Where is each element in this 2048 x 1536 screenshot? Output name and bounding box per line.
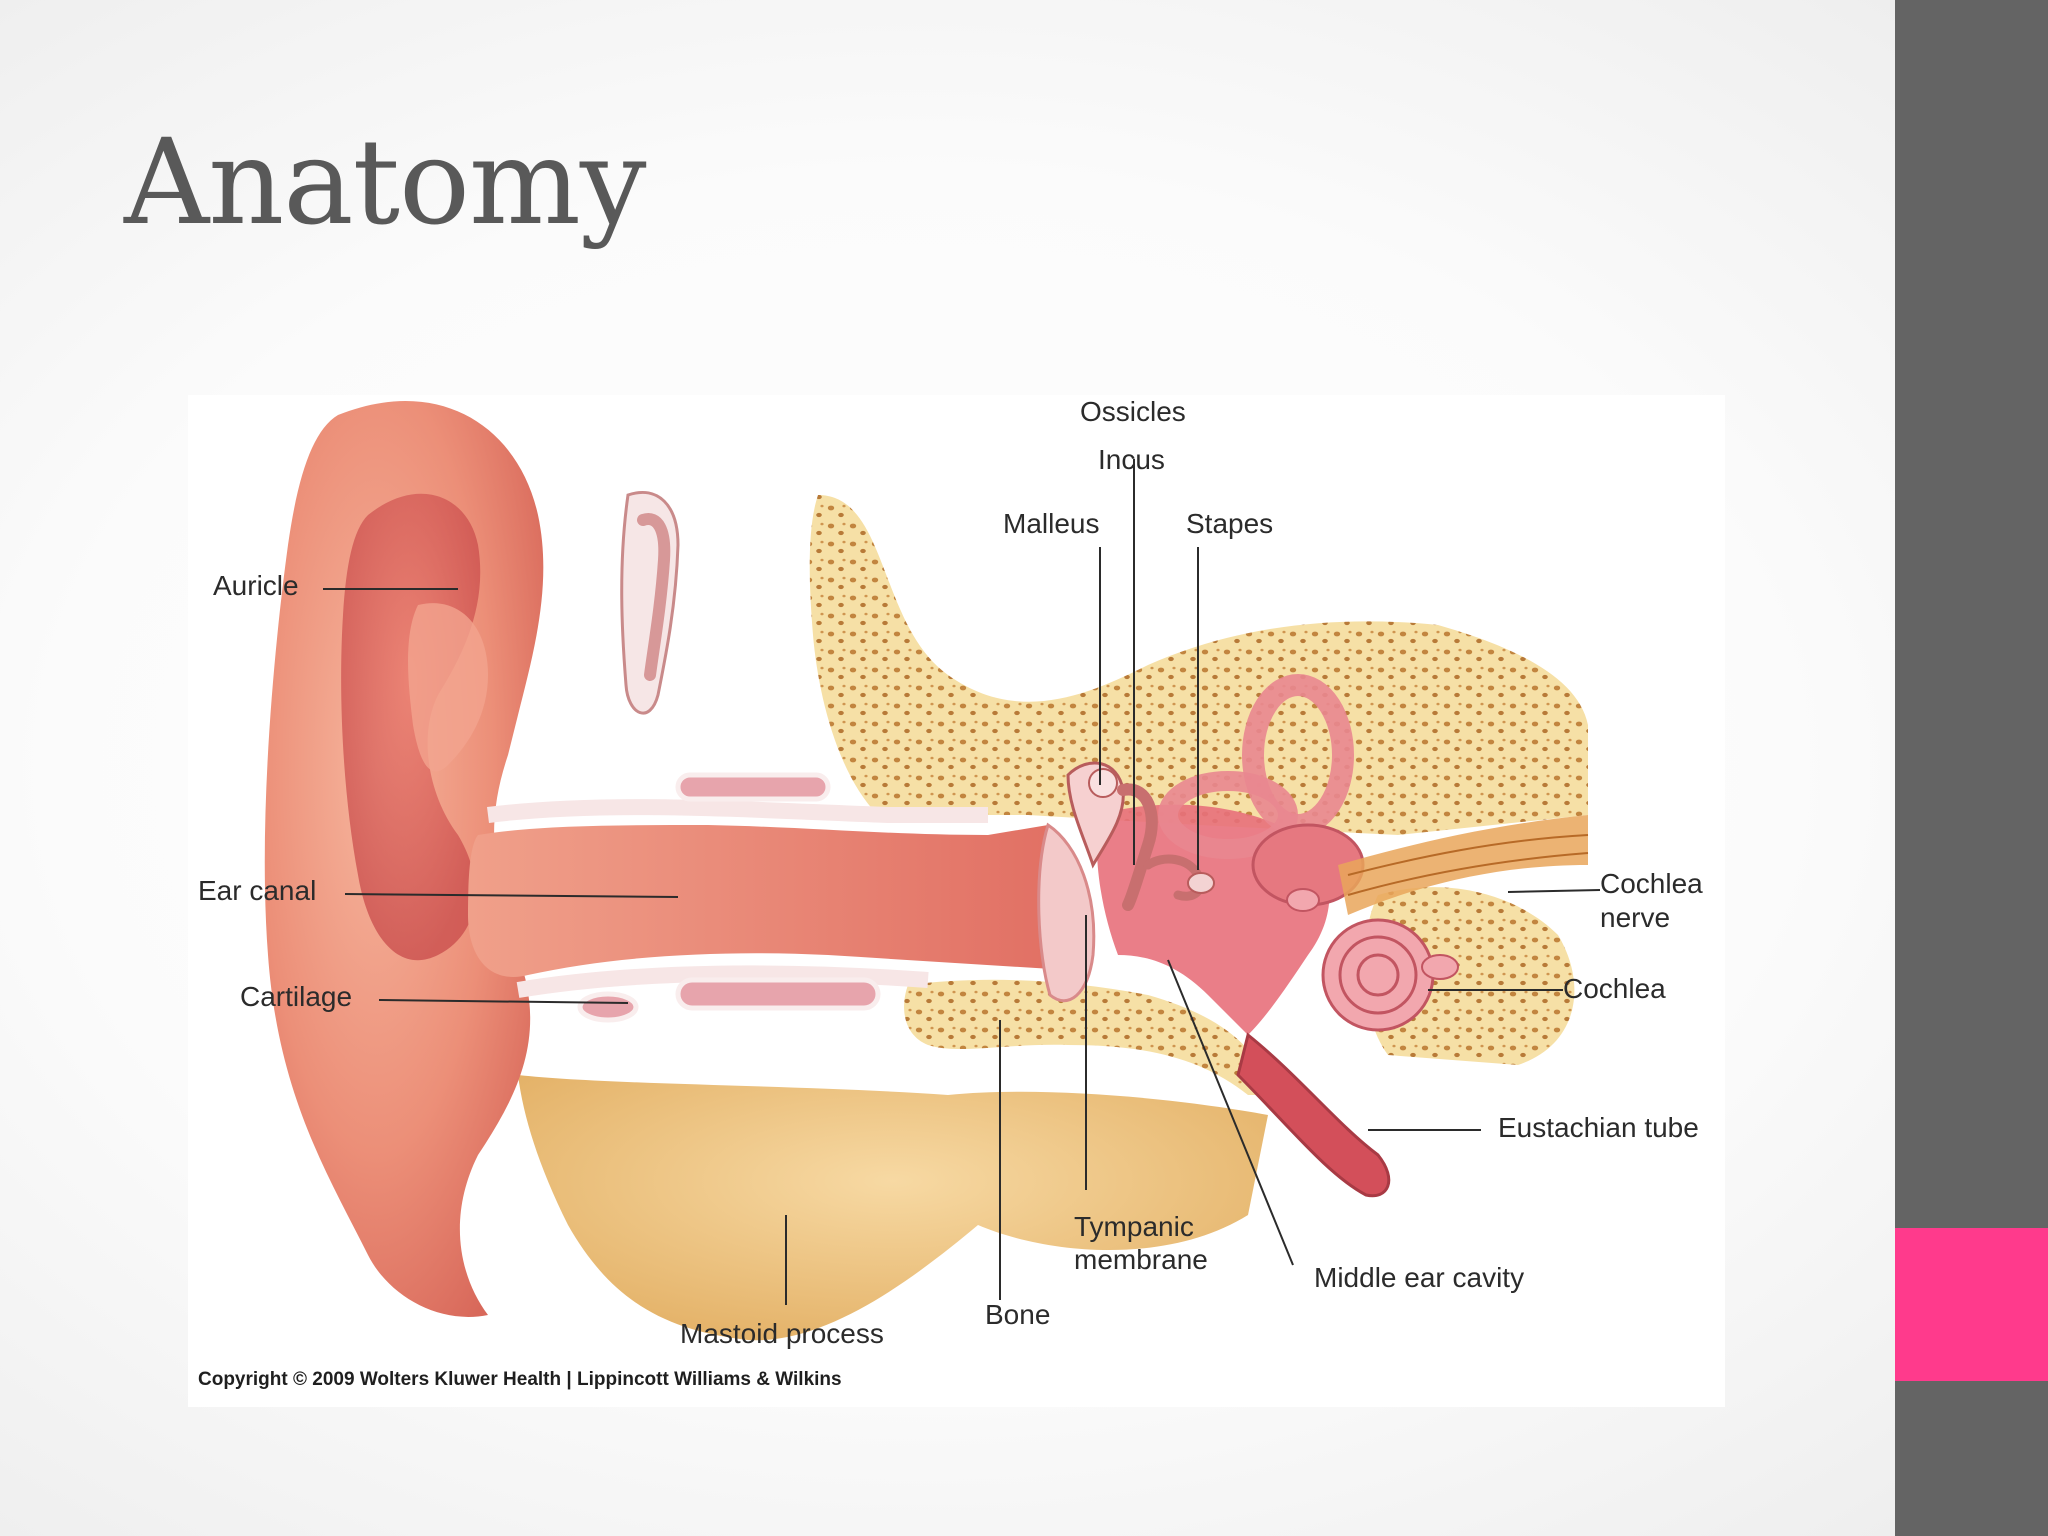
label-middle-ear-cavity: Middle ear cavity: [1314, 1262, 1525, 1293]
slide-title: Anatomy: [124, 113, 647, 251]
label-cochlea-nerve-line1: Cochlea: [1600, 868, 1703, 899]
label-cochlea-nerve-line2: nerve: [1600, 902, 1671, 933]
accent-block: [1895, 1228, 2048, 1381]
label-malleus: Malleus: [1003, 508, 1100, 539]
label-incus: Incus: [1098, 444, 1165, 475]
label-mastoid-process: Mastoid process: [680, 1318, 884, 1349]
label-cochlea: Cochlea: [1563, 973, 1666, 1004]
label-auricle: Auricle: [213, 570, 299, 601]
label-tympanic-membrane-line1: Tympanic: [1074, 1211, 1194, 1242]
ear-illustration: [264, 401, 1601, 1341]
label-bone: Bone: [985, 1299, 1051, 1330]
label-cartilage: Cartilage: [240, 981, 353, 1012]
copyright-notice: Copyright © 2009 Wolters Kluwer Health |…: [198, 1369, 842, 1390]
label-ossicles: Ossicles: [1080, 396, 1186, 427]
label-ear-canal: Ear canal: [198, 875, 317, 906]
label-stapes: Stapes: [1186, 508, 1274, 539]
ear-anatomy-figure: Ossicles Incus Malleus Stapes Auricle Ea…: [188, 395, 1725, 1407]
label-tympanic-membrane-line2: membrane: [1074, 1244, 1208, 1275]
label-eustachian-tube: Eustachian tube: [1498, 1112, 1699, 1143]
